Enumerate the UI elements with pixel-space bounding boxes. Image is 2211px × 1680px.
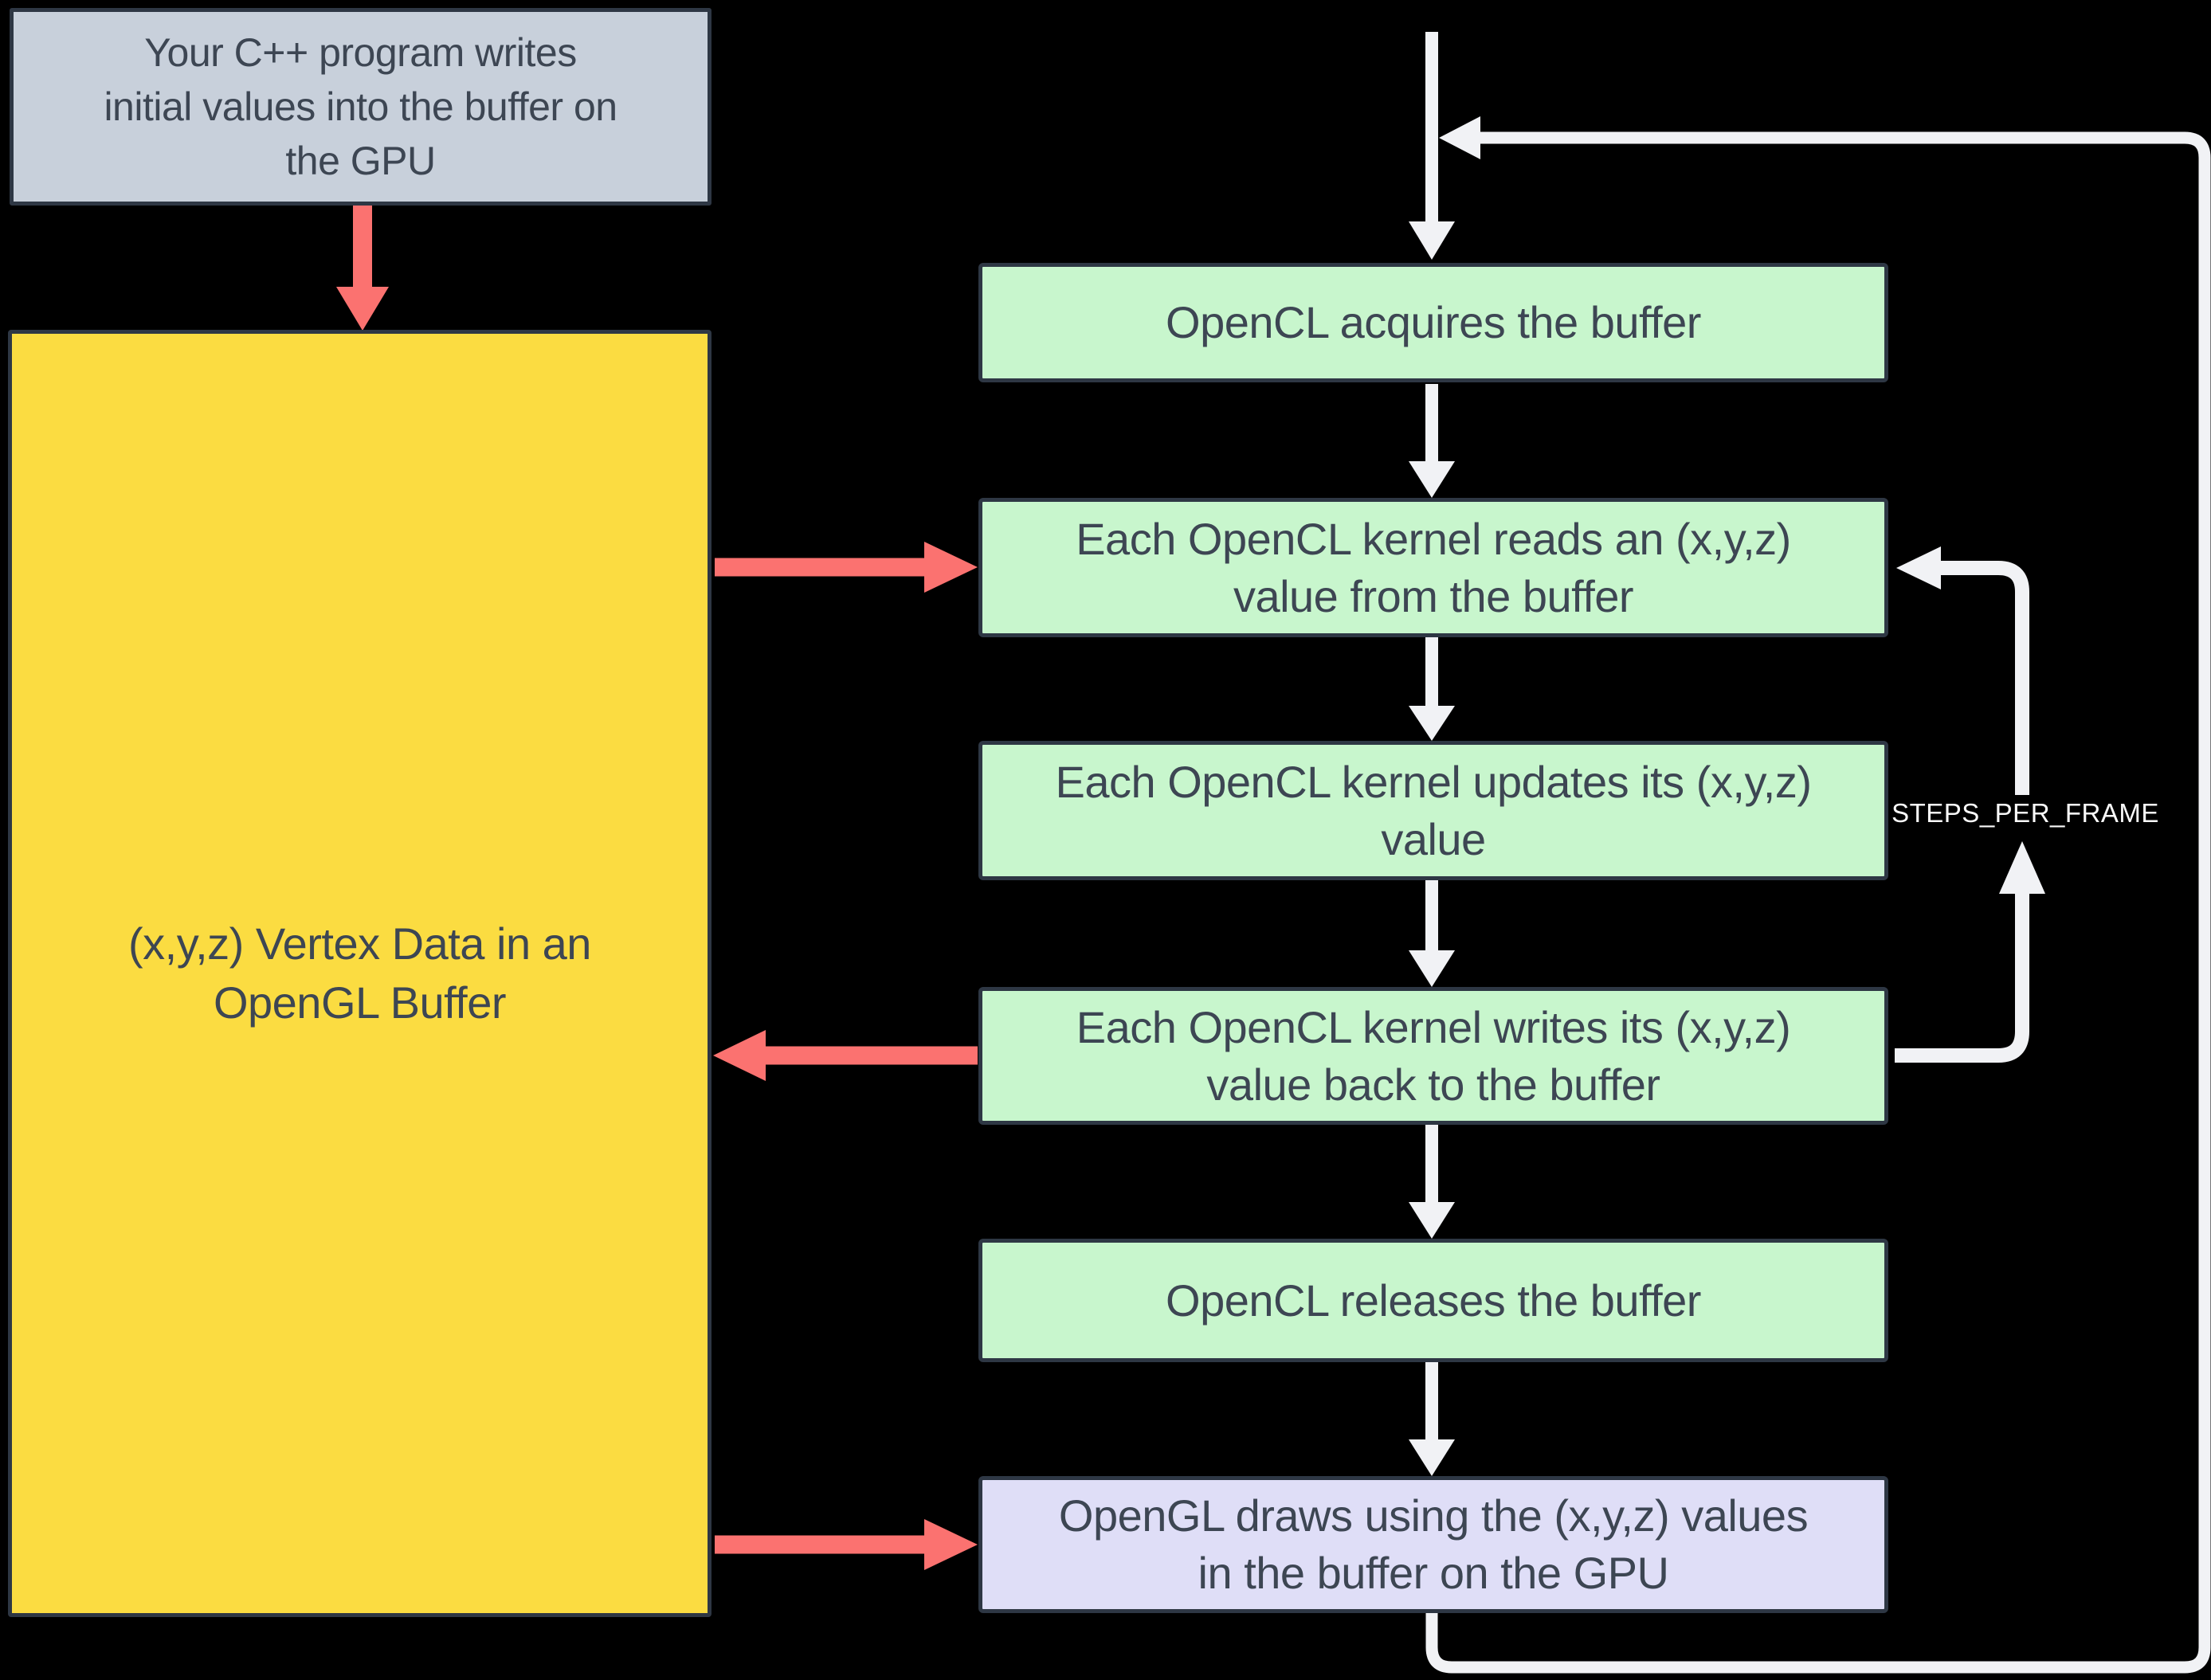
release-buffer-label: OpenCL releases the buffer <box>1166 1275 1701 1326</box>
arrow-cpp-to-buffer <box>336 206 389 331</box>
kernel-update-box: Each OpenCL kernel updates its (x,y,z) v… <box>978 741 1888 880</box>
cpp-program-label: Your C++ program writes initial values i… <box>104 30 617 183</box>
vertex-buffer-box: (x,y,z) Vertex Data in an OpenGL Buffer <box>8 330 712 1617</box>
release-buffer-box: OpenCL releases the buffer <box>978 1239 1888 1362</box>
kernel-update-label: Each OpenCL kernel updates its (x,y,z) v… <box>1055 756 1813 864</box>
loop-steps-per-frame <box>1895 546 2045 1063</box>
loop-frame-feedback <box>1425 116 2211 1674</box>
kernel-write-label: Each OpenCL kernel writes its (x,y,z) va… <box>1076 1001 1791 1110</box>
arrow-read-to-update <box>1409 636 1455 741</box>
opengl-draw-box: OpenGL draws using the (x,y,z) values in… <box>978 1476 1888 1613</box>
arrow-write-to-release <box>1409 1123 1455 1239</box>
steps-per-frame-label: STEPS_PER_FRAME <box>1892 798 2159 828</box>
arrow-update-to-write <box>1409 879 1455 987</box>
kernel-write-box: Each OpenCL kernel writes its (x,y,z) va… <box>978 987 1888 1125</box>
arrow-write-to-buffer <box>713 1030 978 1081</box>
opengl-draw-label: OpenGL draws using the (x,y,z) values in… <box>1058 1490 1809 1598</box>
arrow-release-to-draw <box>1409 1361 1455 1476</box>
vertex-buffer-label: (x,y,z) Vertex Data in an OpenGL Buffer <box>128 918 591 1028</box>
kernel-read-box: Each OpenCL kernel reads an (x,y,z) valu… <box>978 498 1888 637</box>
arrow-into-acquire <box>1409 32 1455 260</box>
kernel-read-label: Each OpenCL kernel reads an (x,y,z) valu… <box>1076 513 1791 621</box>
arrow-buffer-to-draw <box>715 1519 978 1570</box>
acquire-buffer-label: OpenCL acquires the buffer <box>1166 297 1701 347</box>
acquire-buffer-box: OpenCL acquires the buffer <box>978 263 1888 382</box>
arrow-buffer-to-read <box>715 542 978 593</box>
arrow-acquire-to-read <box>1409 384 1455 498</box>
cpp-program-box: Your C++ program writes initial values i… <box>10 8 712 206</box>
